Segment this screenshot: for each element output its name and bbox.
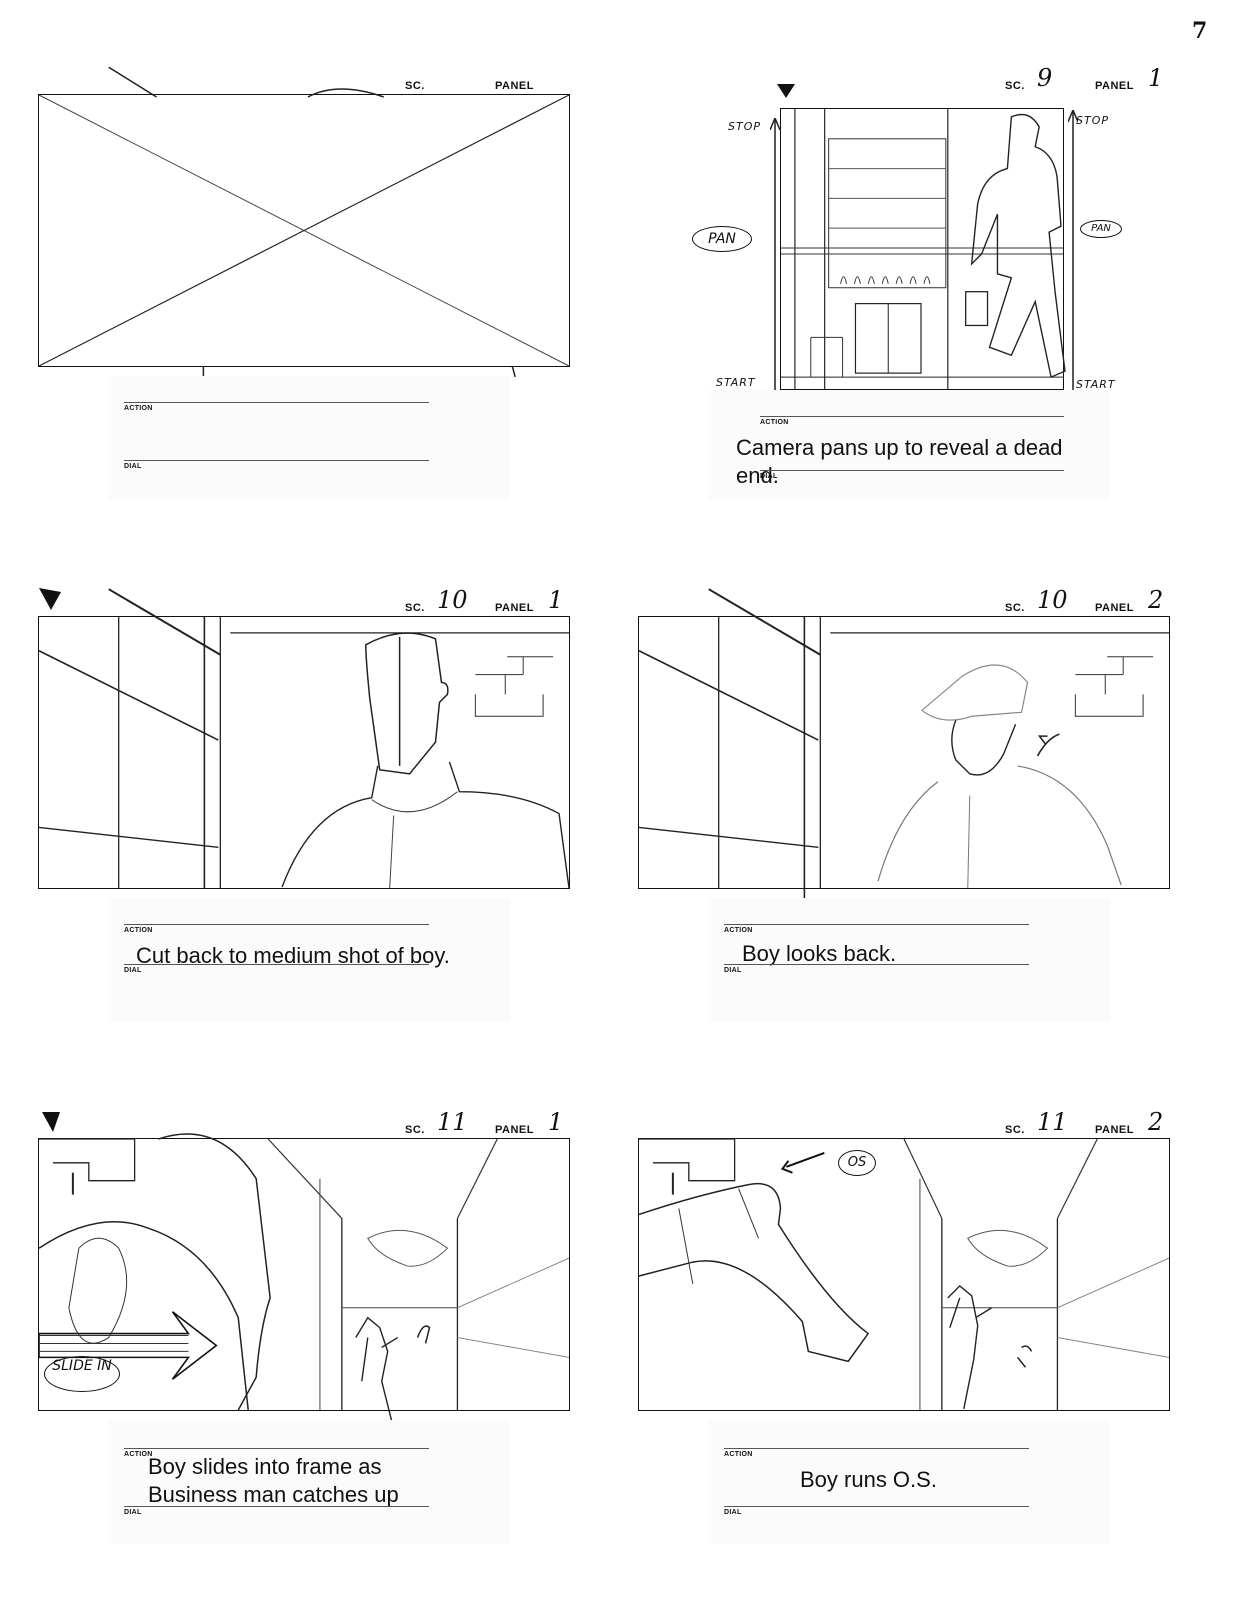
dial-label: DIAL <box>124 1509 142 1516</box>
panel-label: PANEL <box>495 80 534 92</box>
panel-notes: ACTION Camera pans up to reveal a dead e… <box>708 390 1110 500</box>
panel-label: PANEL <box>495 1124 534 1136</box>
panel-label: PANEL <box>1095 80 1134 92</box>
storyboard-panel-4: SC. 10 PANEL 2 ACTION Boy looks back. DI… <box>630 580 1230 1080</box>
panel-number: 1 <box>548 586 564 614</box>
panel-frame <box>38 588 570 889</box>
sc-number: 10 <box>1037 586 1068 614</box>
action-label: ACTION <box>124 927 153 934</box>
panel-header: SC. 10 PANEL 1 <box>30 586 630 616</box>
left-start-note: START <box>716 376 756 389</box>
action-label: ACTION <box>724 1451 753 1458</box>
dial-label: DIAL <box>124 967 142 974</box>
sc-number: 10 <box>437 586 468 614</box>
slide-in-bubble: SLIDE IN <box>44 1356 120 1392</box>
panel-header: SC. 11 PANEL 2 <box>630 1108 1230 1138</box>
sc-number: 9 <box>1037 64 1053 92</box>
left-pan-bubble: PAN <box>692 226 752 252</box>
panel-number: 2 <box>1148 586 1164 614</box>
right-pan-bubble: PAN <box>1080 220 1122 238</box>
panel-frame <box>38 1133 570 1422</box>
panel-header: SC. 10 PANEL 2 <box>630 586 1230 616</box>
panel-header: SC. PANEL <box>30 64 630 94</box>
panel-label: PANEL <box>1095 602 1134 614</box>
sc-label: SC. <box>1005 80 1025 92</box>
camera-marker-icon <box>39 588 61 610</box>
panel-number: 1 <box>1148 64 1164 92</box>
storyboard-panel-6: SC. 11 PANEL 2 OS ACTION Boy runs O.S. <box>630 1102 1230 1602</box>
panel-notes: ACTION Boy looks back. DIAL <box>708 898 1110 1022</box>
panel-frame <box>38 66 570 379</box>
sc-number: 11 <box>1037 1108 1068 1136</box>
action-label: ACTION <box>724 927 753 934</box>
action-text: Cut back to medium shot of boy. <box>136 943 450 968</box>
action-label: ACTION <box>124 1451 153 1458</box>
page-number: 7 <box>1192 18 1208 44</box>
boy-runs-offscreen-sketch <box>638 1138 1170 1410</box>
right-stop-note: STOP <box>1076 114 1109 127</box>
panel-notes: ACTION DIAL <box>108 376 510 500</box>
panel-number: 1 <box>548 1108 564 1136</box>
dial-label: DIAL <box>124 463 142 470</box>
panel-frame <box>638 588 1170 905</box>
camera-marker-icon <box>42 1112 60 1132</box>
dead-end-sketch <box>781 109 1066 389</box>
dial-label: DIAL <box>724 1509 742 1516</box>
crossed-out-sketch <box>38 66 570 379</box>
panel-frame <box>638 1138 1170 1411</box>
panel-header: SC. 11 PANEL 1 <box>30 1108 630 1138</box>
panel-notes: ACTION Boy runs O.S. DIAL <box>708 1420 1110 1544</box>
panel-frame <box>780 108 1066 390</box>
action-text: Camera pans up to reveal a dead end. <box>736 435 1063 488</box>
boy-medium-shot-sketch <box>38 588 570 889</box>
action-label: ACTION <box>760 419 789 426</box>
sc-label: SC. <box>1005 1124 1025 1136</box>
panel-notes: ACTION Boy slides into frame as Business… <box>108 1420 510 1544</box>
action-label: ACTION <box>124 405 153 412</box>
sc-label: SC. <box>405 1124 425 1136</box>
dial-label: DIAL <box>724 967 742 974</box>
sc-number: 11 <box>437 1108 468 1136</box>
off-screen-bubble: OS <box>838 1150 876 1176</box>
pan-arrow-right-icon <box>1068 110 1078 390</box>
panel-label: PANEL <box>495 602 534 614</box>
sc-label: SC. <box>1005 602 1025 614</box>
panel-label: PANEL <box>1095 1124 1134 1136</box>
action-text: Boy runs O.S. <box>800 1467 937 1492</box>
sc-label: SC. <box>405 80 425 92</box>
boy-looks-back-sketch <box>638 588 1169 905</box>
panel-notes: ACTION Cut back to medium shot of boy. D… <box>108 898 510 1022</box>
storyboard-panel-1: SC. PANEL ACTION DIAL <box>30 58 630 558</box>
storyboard-panel-5: SC. 11 PANEL 1 SLIDE IN ACTIO <box>30 1102 630 1602</box>
storyboard-panel-2: SC. 9 PANEL 1 <box>630 58 1230 558</box>
action-text: Boy slides into frame as Business man ca… <box>148 1454 399 1507</box>
right-start-note: START <box>1076 378 1116 391</box>
storyboard-panel-3: SC. 10 PANEL 1 ACTION Cut back to medium… <box>30 580 630 1080</box>
dial-label: DIAL <box>760 473 778 480</box>
panel-number: 2 <box>1148 1108 1164 1136</box>
panel-header: SC. 9 PANEL 1 <box>630 64 1230 94</box>
left-stop-note: STOP <box>728 120 761 133</box>
camera-marker-icon <box>777 84 795 98</box>
action-text: Boy looks back. <box>742 941 897 966</box>
sc-label: SC. <box>405 602 425 614</box>
pan-arrow-left-icon <box>770 118 780 398</box>
